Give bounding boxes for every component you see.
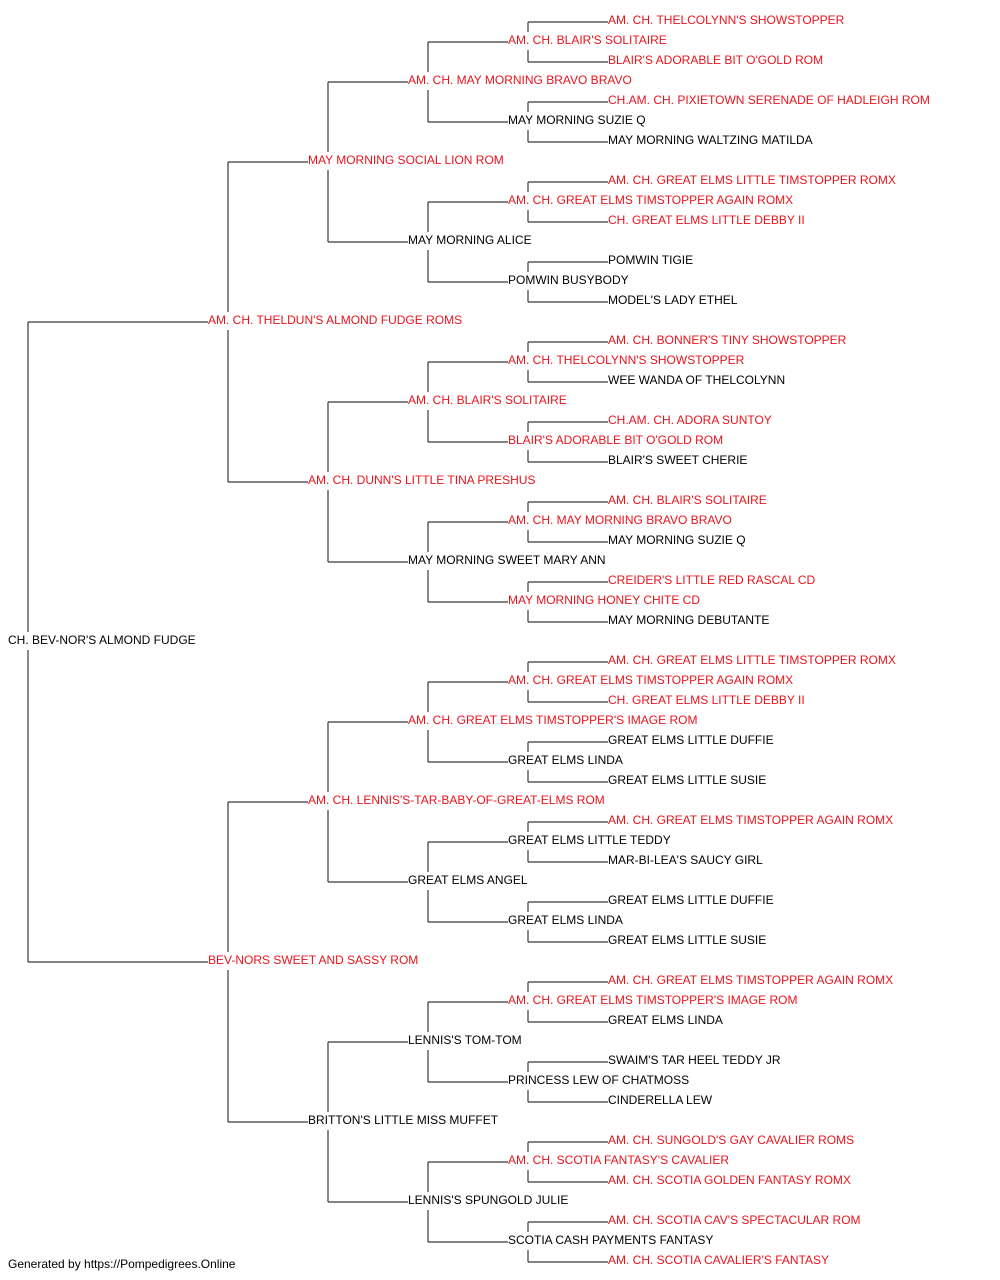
dog-name-dam: BEV-NORS SWEET AND SASSY ROM bbox=[208, 953, 418, 967]
dog-name-sire-sire-sire-sire-sire: AM. CH. THELCOLYNN'S SHOWSTOPPER bbox=[608, 13, 845, 27]
dog-name-sire-dam-dam-sire-sire: AM. CH. BLAIR'S SOLITAIRE bbox=[608, 493, 767, 507]
dog-name-dam-dam-dam-dam-sire: AM. CH. SCOTIA CAV'S SPECTACULAR ROM bbox=[608, 1213, 861, 1227]
dog-name-sire-sire-sire-dam-dam: MAY MORNING WALTZING MATILDA bbox=[608, 133, 813, 147]
dog-name-dam-dam-dam-sire: AM. CH. SCOTIA FANTASY'S CAVALIER bbox=[508, 1153, 729, 1167]
dog-name-sire-dam: AM. CH. DUNN'S LITTLE TINA PRESHUS bbox=[308, 473, 535, 487]
dog-name-dam-sire-dam: GREAT ELMS ANGEL bbox=[408, 873, 528, 887]
dog-name-subject: CH. BEV-NOR'S ALMOND FUDGE bbox=[8, 633, 196, 647]
dog-name-sire-sire: MAY MORNING SOCIAL LION ROM bbox=[308, 153, 504, 167]
dog-name-sire-dam-dam: MAY MORNING SWEET MARY ANN bbox=[408, 553, 606, 567]
dog-name-dam-dam-dam-dam: SCOTIA CASH PAYMENTS FANTASY bbox=[508, 1233, 713, 1247]
dog-name-dam-dam-dam-sire-dam: AM. CH. SCOTIA GOLDEN FANTASY ROMX bbox=[608, 1173, 851, 1187]
dog-name-dam-dam-sire-dam: PRINCESS LEW OF CHATMOSS bbox=[508, 1073, 689, 1087]
dog-name-sire-sire-sire: AM. CH. MAY MORNING BRAVO BRAVO bbox=[408, 73, 632, 87]
dog-name-dam-sire-dam-dam-sire: GREAT ELMS LITTLE DUFFIE bbox=[608, 893, 774, 907]
dog-name-dam-dam-sire-sire: AM. CH. GREAT ELMS TIMSTOPPER'S IMAGE RO… bbox=[508, 993, 797, 1007]
dog-name-sire-sire-dam-dam-sire: POMWIN TIGIE bbox=[608, 253, 693, 267]
dog-name-dam-sire-sire-dam-dam: GREAT ELMS LITTLE SUSIE bbox=[608, 773, 766, 787]
dog-name-sire-dam-sire-dam-sire: CH.AM. CH. ADORA SUNTOY bbox=[608, 413, 772, 427]
dog-name-sire-dam-dam-sire: AM. CH. MAY MORNING BRAVO BRAVO bbox=[508, 513, 732, 527]
dog-name-dam-dam: BRITTON'S LITTLE MISS MUFFET bbox=[308, 1113, 499, 1127]
dog-name-sire-sire-sire-dam-sire: CH.AM. CH. PIXIETOWN SERENADE OF HADLEIG… bbox=[608, 93, 930, 107]
dog-name-dam-sire-sire-sire: AM. CH. GREAT ELMS TIMSTOPPER AGAIN ROMX bbox=[508, 673, 793, 687]
dog-name-dam-sire-sire-dam-sire: GREAT ELMS LITTLE DUFFIE bbox=[608, 733, 774, 747]
dog-name-sire-dam-sire-dam: BLAIR'S ADORABLE BIT O'GOLD ROM bbox=[508, 433, 723, 447]
dog-name-sire-dam-dam-sire-dam: MAY MORNING SUZIE Q bbox=[608, 533, 746, 547]
dog-name-dam-sire-sire: AM. CH. GREAT ELMS TIMSTOPPER'S IMAGE RO… bbox=[408, 713, 697, 727]
dog-name-sire-dam-sire-sire-dam: WEE WANDA OF THELCOLYNN bbox=[608, 373, 785, 387]
generated-by-footer: Generated by https://Pompedigrees.Online bbox=[8, 1257, 236, 1271]
dog-name-dam-sire-dam-dam: GREAT ELMS LINDA bbox=[508, 913, 623, 927]
dog-name-dam-sire-dam-sire-sire: AM. CH. GREAT ELMS TIMSTOPPER AGAIN ROMX bbox=[608, 813, 893, 827]
dog-name-dam-sire-dam-sire-dam: MAR-BI-LEA'S SAUCY GIRL bbox=[608, 853, 763, 867]
dog-name-dam-dam-dam-sire-sire: AM. CH. SUNGOLD'S GAY CAVALIER ROMS bbox=[608, 1133, 854, 1147]
dog-name-dam-sire-sire-sire-sire: AM. CH. GREAT ELMS LITTLE TIMSTOPPER ROM… bbox=[608, 653, 896, 667]
dog-name-sire-dam-sire-dam-dam: BLAIR'S SWEET CHERIE bbox=[608, 453, 747, 467]
dog-name-sire-sire-dam-sire-dam: CH. GREAT ELMS LITTLE DEBBY II bbox=[608, 213, 805, 227]
dog-name-dam-sire-dam-sire: GREAT ELMS LITTLE TEDDY bbox=[508, 833, 671, 847]
dog-name-dam-sire-dam-dam-dam: GREAT ELMS LITTLE SUSIE bbox=[608, 933, 766, 947]
dog-name-sire-sire-dam-dam: POMWIN BUSYBODY bbox=[508, 273, 629, 287]
dog-name-sire-sire-sire-sire-dam: BLAIR'S ADORABLE BIT O'GOLD ROM bbox=[608, 53, 823, 67]
dog-name-sire-sire-sire-sire: AM. CH. BLAIR'S SOLITAIRE bbox=[508, 33, 667, 47]
dog-name-sire-sire-dam-sire: AM. CH. GREAT ELMS TIMSTOPPER AGAIN ROMX bbox=[508, 193, 793, 207]
dog-name-sire: AM. CH. THELDUN'S ALMOND FUDGE ROMS bbox=[208, 313, 462, 327]
dog-name-sire-sire-dam: MAY MORNING ALICE bbox=[408, 233, 532, 247]
dog-name-dam-dam-dam: LENNIS'S SPUNGOLD JULIE bbox=[408, 1193, 568, 1207]
dog-name-dam-dam-sire-dam-dam: CINDERELLA LEW bbox=[608, 1093, 713, 1107]
dog-name-dam-dam-dam-dam-dam: AM. CH. SCOTIA CAVALIER'S FANTASY bbox=[608, 1253, 829, 1267]
dog-name-sire-sire-dam-dam-dam: MODEL'S LADY ETHEL bbox=[608, 293, 738, 307]
dog-name-sire-dam-sire-sire: AM. CH. THELCOLYNN'S SHOWSTOPPER bbox=[508, 353, 745, 367]
dog-name-dam-sire-sire-sire-dam: CH. GREAT ELMS LITTLE DEBBY II bbox=[608, 693, 805, 707]
dog-name-sire-dam-dam-dam-dam: MAY MORNING DEBUTANTE bbox=[608, 613, 769, 627]
dog-name-sire-sire-dam-sire-sire: AM. CH. GREAT ELMS LITTLE TIMSTOPPER ROM… bbox=[608, 173, 896, 187]
dog-name-sire-dam-sire-sire-sire: AM. CH. BONNER'S TINY SHOWSTOPPER bbox=[608, 333, 847, 347]
dog-name-dam-dam-sire-sire-dam: GREAT ELMS LINDA bbox=[608, 1013, 723, 1027]
dog-name-dam-sire-sire-dam: GREAT ELMS LINDA bbox=[508, 753, 623, 767]
dog-name-dam-dam-sire-sire-sire: AM. CH. GREAT ELMS TIMSTOPPER AGAIN ROMX bbox=[608, 973, 893, 987]
dog-name-dam-sire: AM. CH. LENNIS'S-TAR-BABY-OF-GREAT-ELMS … bbox=[308, 793, 605, 807]
connector-lines bbox=[27, 21, 608, 1263]
dog-name-sire-sire-sire-dam: MAY MORNING SUZIE Q bbox=[508, 113, 646, 127]
dog-name-sire-dam-sire: AM. CH. BLAIR'S SOLITAIRE bbox=[408, 393, 567, 407]
dog-names: CH. BEV-NOR'S ALMOND FUDGE AM. CH. THELDU… bbox=[8, 13, 930, 1267]
dog-name-sire-dam-dam-dam-sire: CREIDER'S LITTLE RED RASCAL CD bbox=[608, 573, 816, 587]
dog-name-sire-dam-dam-dam: MAY MORNING HONEY CHITE CD bbox=[508, 593, 700, 607]
dog-name-dam-dam-sire: LENNIS'S TOM-TOM bbox=[408, 1033, 522, 1047]
dog-name-dam-dam-sire-dam-sire: SWAIM'S TAR HEEL TEDDY JR bbox=[608, 1053, 781, 1067]
